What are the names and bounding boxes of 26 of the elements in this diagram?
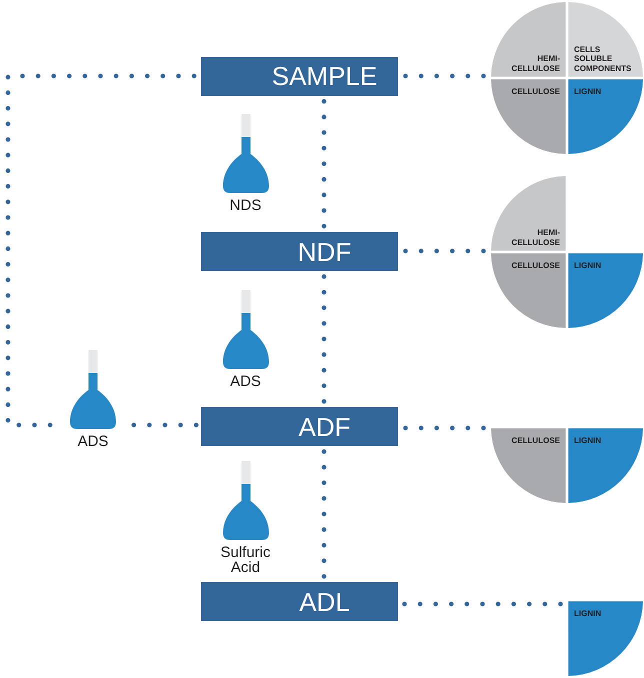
reagent-label: NDS (230, 198, 262, 213)
fraction-label: ADL (299, 586, 350, 616)
fraction-label: ADF (298, 412, 350, 442)
fraction-bar (201, 232, 398, 271)
segment-label: LIGNIN (574, 261, 602, 270)
segment-label: LIGNIN (574, 436, 602, 446)
dotted-connector (322, 96, 326, 232)
segment-label: HEMI- CELLULOSE (512, 228, 560, 247)
fraction-label: NDF (298, 236, 352, 266)
dotted-connector (322, 446, 326, 582)
fraction-label: SAMPLE (272, 61, 378, 91)
reagent-label: Sulfuric Acid (220, 545, 271, 575)
fraction-bar (201, 407, 398, 446)
segment-label: CELLS SOLUBLE COMPONENTS (574, 44, 632, 73)
segment-label: LIGNIN (574, 609, 602, 618)
segment-label: LIGNIN (574, 87, 602, 96)
segment-label: CELLULOSE (512, 87, 560, 96)
fraction-bar (201, 56, 398, 96)
dotted-connector (322, 272, 326, 406)
segment-label: HEMI- CELLULOSE (512, 54, 560, 73)
segment-label: CELLULOSE (512, 261, 560, 270)
segment-label: CELLULOSE (512, 436, 560, 446)
fraction-bar (201, 582, 398, 621)
reagent-label: ADS (78, 434, 108, 449)
reagent-label: ADS (230, 374, 261, 389)
dotted-connector (130, 422, 200, 428)
